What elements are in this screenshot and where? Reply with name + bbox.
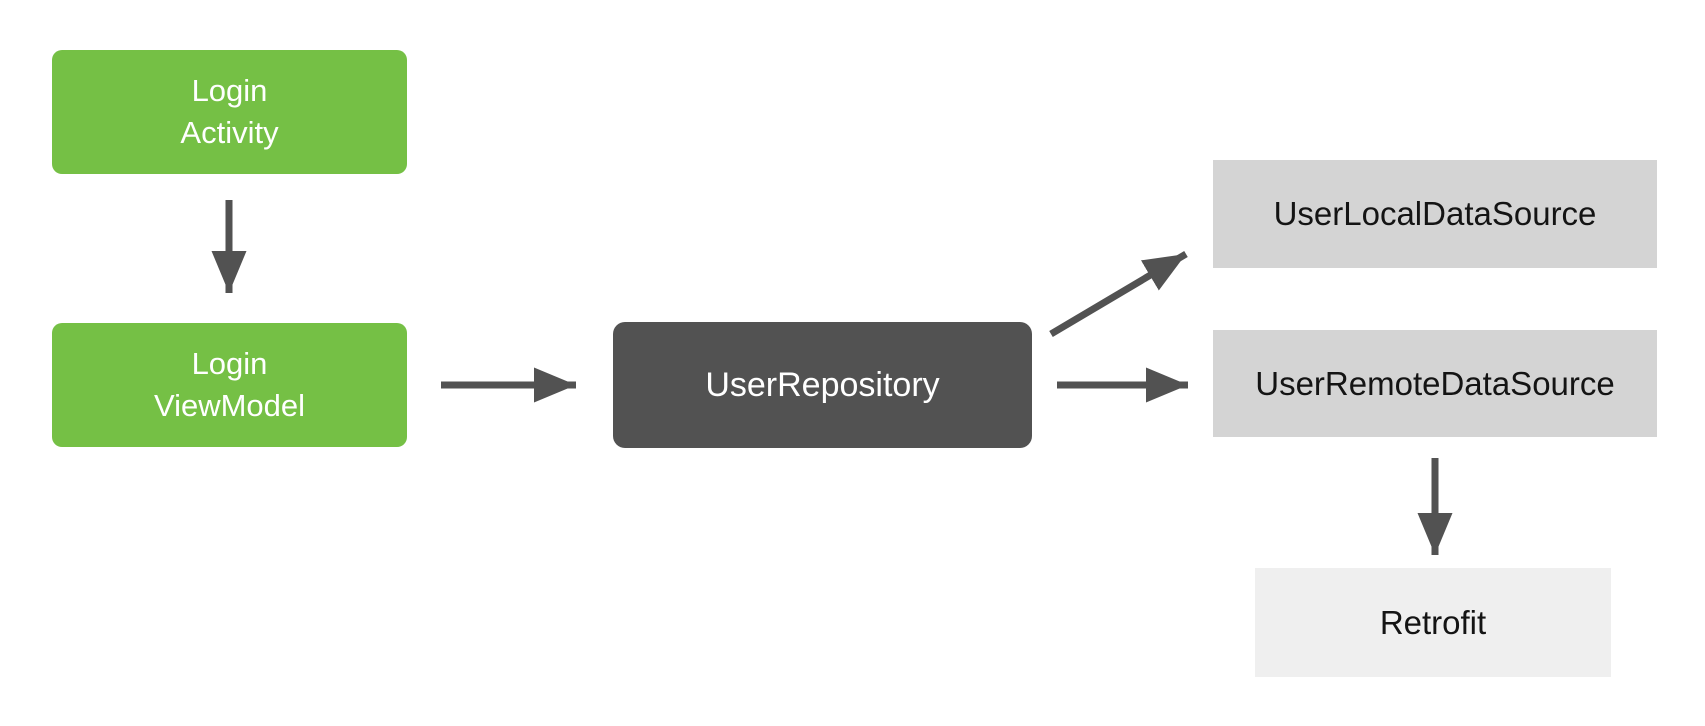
node-user-local-datasource: UserLocalDataSource [1213,160,1657,268]
node-user-repository: UserRepository [613,322,1032,448]
node-user-remote-datasource: UserRemoteDataSource [1213,330,1657,437]
node-login-activity: Login Activity [52,50,407,174]
edge-repository-to-local [1049,250,1188,338]
node-login-viewmodel: Login ViewModel [52,323,407,447]
node-retrofit: Retrofit [1255,568,1611,677]
